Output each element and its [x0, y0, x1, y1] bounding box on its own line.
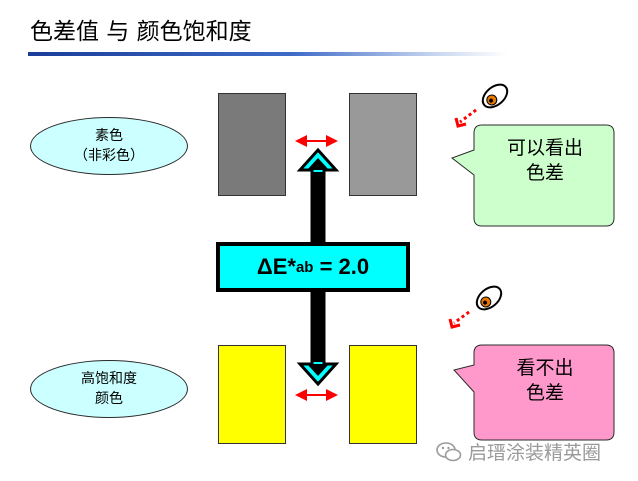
slide-title: 色差值 与 颜色饱和度 [30, 19, 252, 45]
watermark-text: 启瑨涂装精英圈 [468, 442, 602, 464]
formula-main: E* [272, 254, 296, 279]
vivid-color-label: 高饱和度 颜色 [30, 360, 188, 418]
title-underline [28, 52, 508, 56]
formula-value: = 2.0 [313, 254, 370, 279]
callout-top-line2: 色差 [525, 162, 564, 184]
watermark: 启瑨涂装精英圈 [436, 438, 601, 465]
gray-color-label: 素色 （非彩色） [30, 117, 188, 175]
gray-swatch-left [218, 93, 286, 196]
vivid-label-line1: 高饱和度 [81, 371, 137, 387]
yellow-swatch-right [349, 345, 417, 444]
callout-bottom-line1: 看不出 [516, 357, 574, 379]
callout-top-text: 可以看出 色差 [476, 136, 614, 186]
gaze-line-icon [454, 108, 477, 128]
yellow-swatch-left [218, 345, 286, 444]
gray-label-line2: （非彩色） [74, 148, 144, 164]
eye-icon [481, 83, 509, 109]
callout-top-bubble [450, 124, 615, 227]
gray-swatch-right [349, 93, 417, 196]
vivid-label-line2: 颜色 [95, 391, 123, 407]
gaze-line-icon [448, 310, 470, 329]
delta-symbol: Δ [256, 254, 273, 279]
eye-icon [475, 285, 503, 311]
gray-label-line1: 素色 [95, 128, 123, 144]
callout-top-line1: 可以看出 [506, 137, 583, 159]
wechat-icon [436, 441, 462, 461]
callout-bottom-text: 看不出 色差 [476, 356, 614, 406]
formula-subscript: ab [295, 258, 314, 276]
callout-bottom-bubble [453, 344, 615, 441]
callout-bottom-line2: 色差 [525, 382, 564, 404]
